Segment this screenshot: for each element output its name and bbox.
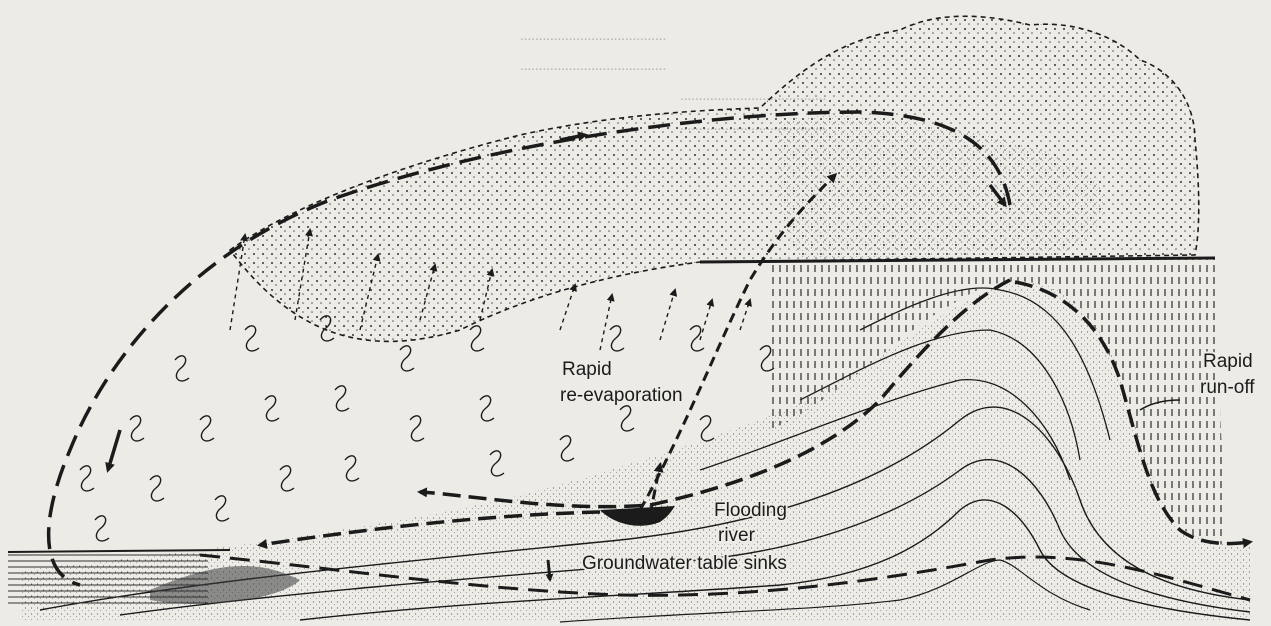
svg-text:..............................: ....................................... (520, 58, 666, 74)
rapid-reevaporation-label-2: re-evaporation (560, 385, 683, 406)
rapid-runoff-label-2: run-off (1200, 377, 1255, 398)
flooding-river-label-2: river (718, 525, 756, 546)
rapid-reevaporation-label: Rapid (562, 359, 612, 380)
rapid-runoff-label: Rapid (1203, 351, 1253, 372)
svg-text:..............................: ....................................... (520, 28, 666, 44)
sea (8, 550, 230, 608)
groundwater-label: Groundwater table sinks (582, 553, 787, 574)
flooding-river-label: Flooding (714, 500, 787, 521)
